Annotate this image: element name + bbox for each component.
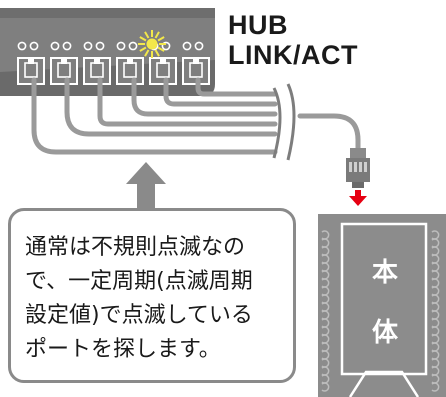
cable-to-unit [297, 113, 361, 153]
rj45-connector-icon [346, 148, 370, 188]
cable-break-mark [272, 83, 296, 161]
unit-label-1: 本 [371, 258, 398, 288]
hub-label: HUB [228, 10, 288, 40]
blinking-led-icon [138, 30, 166, 58]
callout-line: 設定値)で点滅している [25, 303, 253, 328]
led-indicator [17, 41, 27, 51]
callout-line: で、一定周期(点滅周期 [25, 269, 253, 294]
hub-port [149, 57, 177, 85]
link-act-label: LINK/ACT [228, 40, 358, 70]
callout-box: 通常は不規則点滅なので、一定周期(点滅周期設定値)で点滅しているポートを探します… [8, 208, 296, 383]
led-indicator [194, 41, 204, 51]
callout-text: 通常は不規則点滅なので、一定周期(点滅周期設定値)で点滅しているポートを探します… [25, 231, 285, 367]
cable-5 [163, 77, 278, 107]
main-unit [318, 214, 446, 397]
cable-4 [131, 77, 278, 117]
pointer-arrow-icon [126, 162, 166, 210]
led-indicator [50, 41, 60, 51]
insert-arrow-icon [349, 190, 367, 206]
callout-line: 通常は不規則点滅なの [25, 235, 246, 260]
hub-port [17, 57, 45, 85]
cable-3 [97, 77, 278, 127]
hub-ports [17, 57, 210, 85]
led-indicator [116, 41, 126, 51]
led-indicator [161, 41, 171, 51]
led-indicator [128, 41, 138, 51]
led-indicator [29, 41, 39, 51]
cable-bundle [31, 77, 361, 155]
hub-port [116, 57, 144, 85]
link-act-leds [17, 41, 204, 51]
callout-line: ポートを探します。 [25, 337, 221, 362]
hub-port [83, 57, 111, 85]
led-indicator [95, 41, 105, 51]
led-indicator [83, 41, 93, 51]
hub-port [50, 57, 78, 85]
cable-1 [31, 77, 278, 155]
cable-6 [195, 77, 278, 97]
led-indicator [182, 41, 192, 51]
unit-label-2: 体 [371, 318, 398, 348]
led-indicator [62, 41, 72, 51]
cable-2 [64, 77, 278, 137]
